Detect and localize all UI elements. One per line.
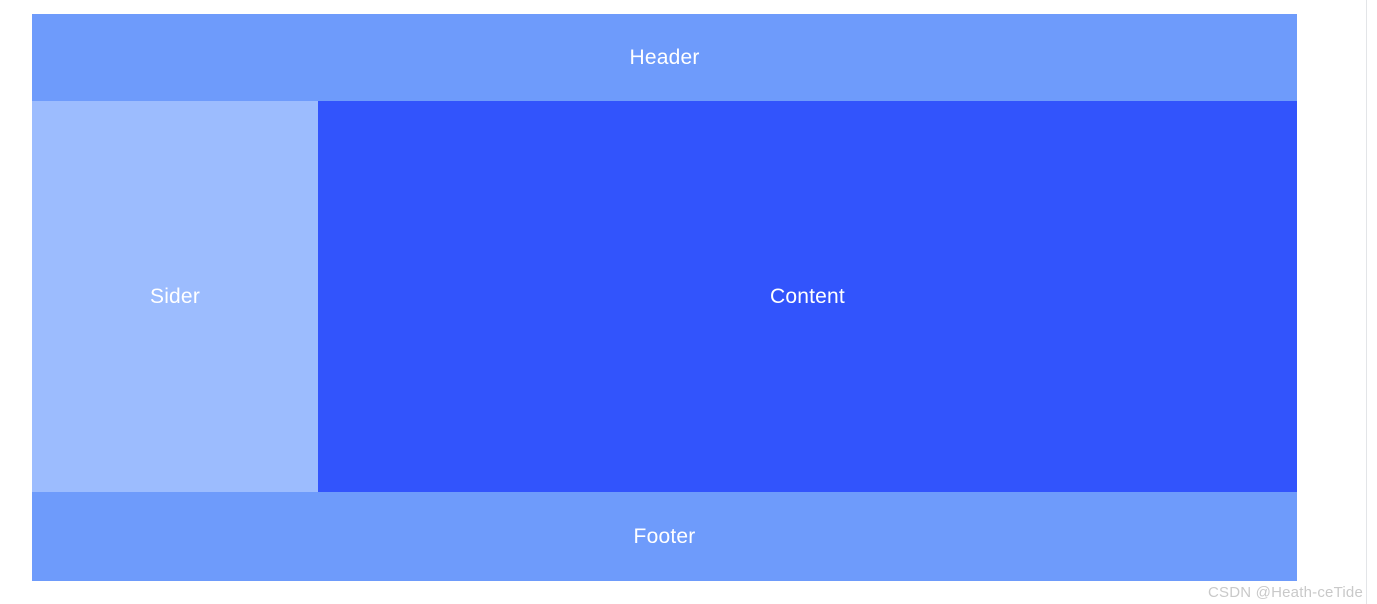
footer-label: Footer <box>633 525 696 548</box>
layout-middle-row: Sider Content <box>32 101 1297 492</box>
layout-region-sider: Sider <box>32 101 318 492</box>
sider-label: Sider <box>149 285 201 308</box>
header-label: Header <box>629 46 700 69</box>
layout-region-content: Content <box>318 101 1297 492</box>
layout-diagram: Header Sider Content Footer <box>32 14 1297 581</box>
layout-region-footer: Footer <box>32 492 1297 581</box>
layout-region-header: Header <box>32 14 1297 101</box>
page-edge-divider <box>1366 0 1367 604</box>
content-label: Content <box>770 285 845 308</box>
watermark: CSDN @Heath-ceTide <box>1208 584 1363 601</box>
